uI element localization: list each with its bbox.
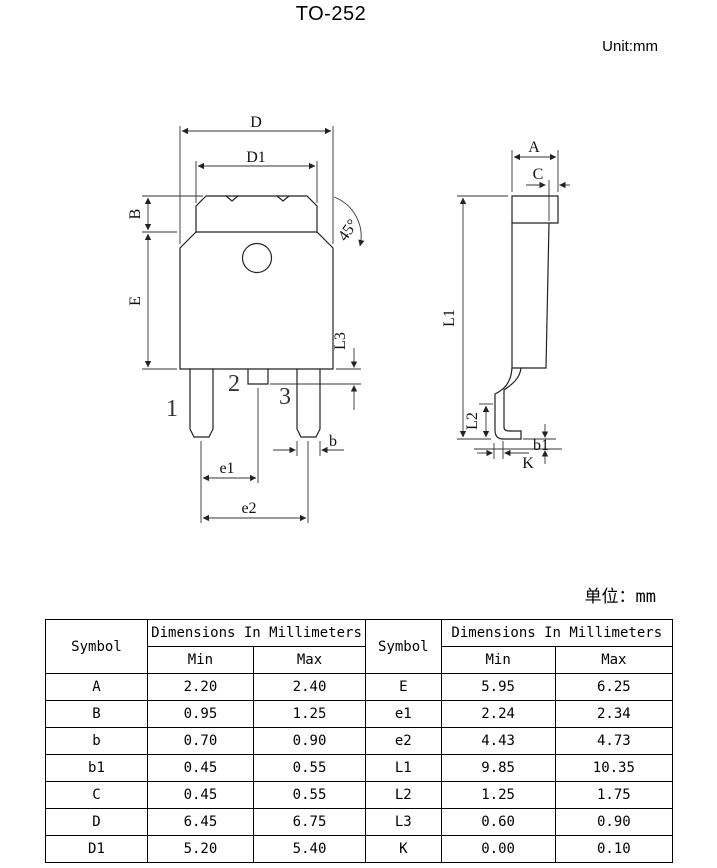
table-row: b1 0.45 0.55 L1 9.85 10.35 (45, 754, 674, 782)
cell-symbol: A (45, 673, 148, 701)
table-row: B 0.95 1.25 e1 2.24 2.34 (45, 700, 674, 728)
front-extension-lines (142, 126, 361, 523)
cell-min: 0.95 (146, 700, 254, 728)
header-dims-right: Dimensions In Millimeters (440, 619, 674, 647)
cell-symbol: L1 (365, 754, 442, 782)
cell-max: 5.40 (252, 835, 367, 863)
cell-min: 0.45 (146, 754, 254, 782)
page-title: TO-252 (295, 3, 367, 25)
dim-label-D1: D1 (246, 149, 266, 166)
lead-pin3 (296, 368, 321, 438)
cell-min: 0.00 (440, 835, 556, 863)
cell-min: 0.60 (440, 808, 556, 836)
cell-min: 2.20 (146, 673, 254, 701)
cell-max: 2.34 (554, 700, 674, 728)
dim-label-L3: L3 (332, 332, 349, 350)
header-symbol-right: Symbol (365, 619, 442, 674)
front-body-outline (179, 195, 334, 438)
dim-label-e1: e1 (219, 460, 234, 477)
header-max-right: Max (554, 646, 674, 674)
dim-label-E: E (127, 296, 144, 306)
side-body (511, 195, 559, 369)
table-row: A 2.20 2.40 E 5.95 6.25 (45, 673, 674, 701)
cell-symbol: K (365, 835, 442, 863)
side-view: A C L1 L2 b1 K (441, 139, 570, 472)
package-outline-drawing: D D1 B E L3 b e1 e2 45° 1 2 3 (127, 114, 570, 523)
dim-label-e2: e2 (241, 500, 256, 517)
cell-max: 10.35 (554, 754, 674, 782)
cell-max: 6.25 (554, 673, 674, 701)
cell-max: 0.55 (252, 781, 367, 809)
header-dims-left: Dimensions In Millimeters (146, 619, 367, 647)
cell-max: 0.90 (252, 727, 367, 755)
cell-max: 1.25 (252, 700, 367, 728)
cell-symbol: C (45, 781, 148, 809)
cell-min: 5.95 (440, 673, 556, 701)
lead-outer-face (494, 367, 522, 440)
dimensions-table: Symbol Dimensions In Millimeters Symbol … (45, 619, 674, 863)
cell-symbol: L3 (365, 808, 442, 836)
dim-label-b: b (329, 433, 337, 450)
side-dimension-lines (459, 153, 570, 464)
cell-min: 1.25 (440, 781, 556, 809)
side-extension-lines (457, 150, 562, 459)
side-body-outline (494, 195, 559, 440)
header-max-left: Max (252, 646, 367, 674)
cell-min: 9.85 (440, 754, 556, 782)
cell-max: 0.55 (252, 754, 367, 782)
cell-symbol: E (365, 673, 442, 701)
dim-label-D: D (250, 114, 262, 131)
angle-arc (333, 196, 365, 247)
cell-max: 1.75 (554, 781, 674, 809)
cell-min: 0.70 (146, 727, 254, 755)
header-min-right: Min (440, 646, 556, 674)
cell-min: 4.43 (440, 727, 556, 755)
cell-symbol: e1 (365, 700, 442, 728)
table-row: D1 5.20 5.40 K 0.00 0.10 (45, 835, 674, 863)
pin1-number: 1 (166, 396, 178, 422)
lead-inner-face (503, 367, 522, 432)
table-row: b 0.70 0.90 e2 4.43 4.73 (45, 727, 674, 755)
cell-symbol: b (45, 727, 148, 755)
pin2-number: 2 (228, 371, 240, 397)
cell-max: 0.10 (554, 835, 674, 863)
cell-max: 6.75 (252, 808, 367, 836)
dim-label-B: B (127, 209, 144, 220)
cell-symbol: D1 (45, 835, 148, 863)
dim-label-L2: L2 (464, 412, 481, 430)
pin3-number: 3 (279, 384, 291, 410)
cell-symbol: b1 (45, 754, 148, 782)
table-row: C 0.45 0.55 L2 1.25 1.75 (45, 781, 674, 809)
header-symbol-left: Symbol (45, 619, 148, 674)
tab-notches (225, 195, 290, 202)
cell-max: 0.90 (554, 808, 674, 836)
cell-max: 2.40 (252, 673, 367, 701)
table-unit-label: 单位：mm (584, 587, 656, 607)
front-view: D D1 B E L3 b e1 e2 45° 1 2 3 (127, 114, 365, 523)
cell-symbol: D (45, 808, 148, 836)
cell-symbol: e2 (365, 727, 442, 755)
dim-label-L1: L1 (441, 309, 458, 327)
cell-symbol: B (45, 700, 148, 728)
lead-pin1 (189, 368, 214, 438)
unit-label: Unit:mm (602, 38, 658, 55)
front-dimension-lines (144, 127, 365, 522)
body-outline (179, 231, 334, 370)
cell-min: 2.24 (440, 700, 556, 728)
dim-label-K: K (522, 455, 534, 472)
table-header-row-1: Symbol Dimensions In Millimeters Symbol … (45, 619, 674, 674)
cell-max: 4.73 (554, 727, 674, 755)
dim-label-A: A (528, 139, 540, 156)
header-min-left: Min (146, 646, 254, 674)
table-row: D 6.45 6.75 L3 0.60 0.90 (45, 808, 674, 836)
cell-symbol: L2 (365, 781, 442, 809)
cell-min: 0.45 (146, 781, 254, 809)
cell-min: 5.20 (146, 835, 254, 863)
tab-outline (195, 195, 318, 233)
dim-label-b1: b1 (533, 437, 549, 454)
dim-label-C: C (533, 166, 544, 183)
cell-min: 6.45 (146, 808, 254, 836)
mounting-hole (241, 242, 273, 274)
center-tab-pin2 (247, 368, 269, 385)
